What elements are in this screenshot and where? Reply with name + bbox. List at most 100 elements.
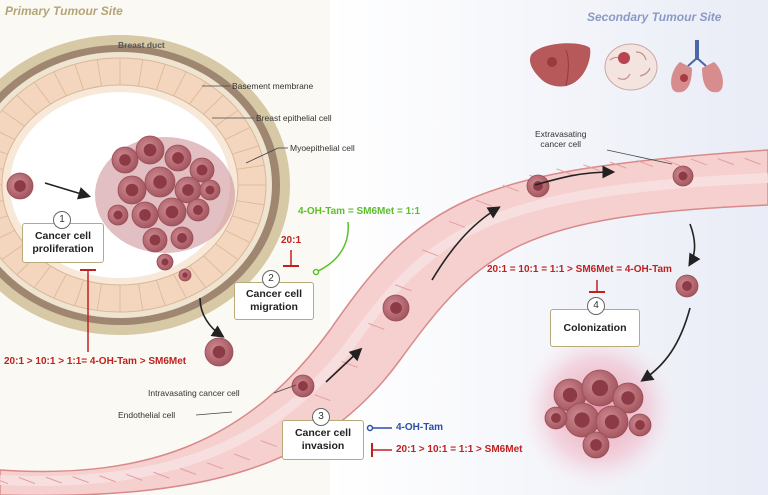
epithelial-cell-divider — [0, 151, 8, 155]
epithelial-cell-divider — [138, 59, 144, 87]
cluster-cancer-cell-nucleus — [193, 205, 203, 215]
epithelial-cell-divider — [156, 64, 166, 91]
cluster-cancer-cell-nucleus — [161, 258, 169, 266]
epithelial-cell-divider — [173, 273, 187, 299]
step-3-number: 3 — [312, 408, 330, 426]
epithelial-cell-divider — [74, 279, 84, 306]
cluster-cancer-cell-nucleus — [139, 209, 151, 221]
proliferation-effect: 20:1 > 10:1 > 1:1= 4-OH-Tam > SM6Met — [4, 356, 187, 367]
lungs-icon — [671, 40, 723, 93]
endothelial-cell-mark — [610, 161, 627, 169]
epithelial-cell-divider — [215, 243, 239, 260]
cluster-cancer-cell-nucleus — [205, 185, 215, 195]
epithelial-cell-divider — [1, 110, 25, 127]
endothelial-cell-mark — [0, 480, 9, 485]
breast-duct-label: Breast duct — [118, 40, 165, 50]
epithelial-cell-divider — [236, 164, 265, 170]
endothelial-cell-mark — [314, 394, 331, 402]
endothelial-cell-mark — [744, 157, 761, 165]
secondary-tumour-cell-nucleus — [590, 439, 602, 451]
epithelial-cell-divider — [189, 265, 207, 288]
endothelial-cell-mark — [179, 468, 197, 475]
endothelial-cell-mark — [99, 475, 116, 483]
epithelial-cell-divider — [53, 273, 67, 299]
endothelial-cell-mark — [502, 184, 519, 192]
epithelial-cell-divider — [33, 265, 51, 288]
endothelial-cell-mark — [233, 453, 251, 461]
cluster-cancer-cell-nucleus — [153, 175, 167, 189]
endothelial-cell-mark — [636, 160, 654, 168]
step-2-line1: Cancer cell — [245, 288, 303, 300]
cluster-cancer-cell-nucleus — [182, 272, 188, 278]
epithelial-cell-divider — [96, 59, 102, 87]
extravasating-label: Extravasating cancer cell — [535, 129, 587, 149]
cluster-cancer-cell-nucleus — [177, 233, 187, 243]
cluster-cancer-cell-nucleus — [113, 210, 123, 220]
endothelial-cell-mark — [153, 471, 170, 479]
epithelial-cell-divider — [0, 215, 8, 219]
brain-icon — [604, 43, 658, 91]
single-cancer-cell-nucleus — [682, 281, 692, 291]
step-4-number: 4 — [587, 297, 605, 315]
epithelial-cell-divider — [0, 230, 16, 239]
secondary-tumour-cell-nucleus — [562, 387, 578, 403]
cluster-cancer-cell-nucleus — [182, 184, 194, 196]
endothelial-cell-mark — [126, 473, 143, 481]
step-1-box: Cancer cell proliferation — [22, 223, 104, 263]
migration-inhibition: 20:1 — [281, 235, 302, 246]
epithelial-cell-divider — [53, 71, 67, 97]
cluster-cancer-cell-nucleus — [119, 154, 131, 166]
invasion-inhibition: 20:1 > 10:1 = 1:1 > SM6Met — [396, 444, 523, 455]
endothelial-cell-mark — [448, 220, 466, 228]
tumour-cluster — [95, 135, 235, 282]
cluster-cancer-cell-nucleus — [143, 143, 157, 157]
epithelial-cell-divider — [96, 283, 102, 311]
endothelial-cell-mark — [260, 440, 277, 448]
epithelial-cell-divider — [138, 283, 144, 311]
step-3-line2: invasion — [301, 440, 345, 452]
step-1-line2: proliferation — [32, 243, 94, 255]
single-cancer-cell-nucleus — [298, 381, 308, 391]
intravasating-label: Intravasating cancer cell — [148, 388, 240, 398]
epithelial-cell-divider — [1, 243, 25, 260]
cluster-cancer-cell-nucleus — [196, 164, 208, 176]
extravasating-label-line1: Extravasating — [535, 129, 587, 139]
endothelial-cell-mark — [690, 158, 708, 166]
secondary-tumour-cell-nucleus — [635, 420, 645, 430]
secondary-tumour-cell-nucleus — [591, 379, 609, 397]
basement-membrane-label: Basement membrane — [232, 81, 314, 91]
epithelial-cell-divider — [16, 94, 37, 115]
label-leaders — [195, 85, 673, 416]
secondary-tumour — [513, 325, 683, 495]
effect-connectors — [80, 221, 605, 457]
single-cancer-cell-nucleus — [212, 345, 226, 359]
myoepithelial-cell-label: Myoepithelial cell — [290, 143, 355, 153]
liver-icon — [530, 43, 591, 87]
extravasating-label-line2: cancer cell — [540, 139, 582, 149]
endothelial-cell-mark — [341, 360, 358, 368]
secondary-tumour-cell-nucleus — [574, 412, 590, 428]
endothelial-cell-mark — [206, 462, 224, 470]
step-3-line1: Cancer cell — [294, 427, 352, 439]
epithelial-cell-divider — [236, 200, 265, 206]
epithelial-cell-divider — [156, 279, 166, 306]
cluster-cancer-cell-nucleus — [172, 152, 184, 164]
endothelial-cell-mark — [583, 164, 600, 172]
epithelial-cell-divider — [173, 71, 187, 97]
step-4-line1: Colonization — [563, 321, 627, 334]
epithelial-cell-divider — [203, 255, 224, 276]
single-cancer-cell-nucleus — [390, 302, 402, 314]
step-1-line1: Cancer cell — [34, 230, 92, 242]
epithelial-cell-divider — [232, 215, 259, 225]
epithelial-cell-divider — [224, 126, 251, 140]
epithelial-cell-divider — [0, 131, 16, 140]
primary-site-title: Primary Tumour Site — [5, 4, 123, 18]
endothelial-cell-mark — [45, 476, 62, 484]
endothelial-cell-mark — [556, 168, 573, 176]
secondary-site-title: Secondary Tumour Site — [587, 10, 722, 24]
endothelial-cell-mark — [18, 477, 36, 484]
colonization-effect: 20:1 = 10:1 = 1:1 > SM6Met = 4-OH-Tam — [487, 264, 672, 275]
step-2-line2: migration — [250, 301, 298, 313]
